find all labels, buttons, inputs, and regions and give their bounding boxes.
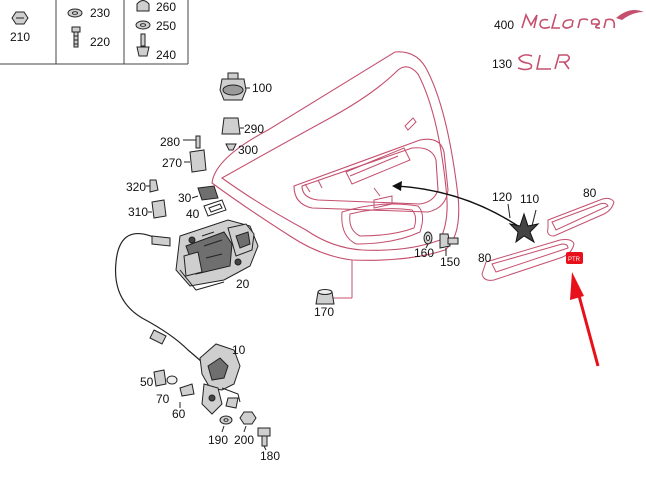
cable-end-fitting (151, 235, 171, 247)
release-cable (114, 232, 207, 367)
part-290-stop (221, 117, 244, 135)
part-300-clip (225, 143, 237, 151)
nut-icon (11, 11, 29, 25)
slr-badge (517, 54, 571, 71)
part-180-bolt (257, 427, 271, 447)
legend-label-210: 210 (10, 30, 30, 44)
callout-120: 120 (492, 190, 512, 204)
part-60-clip (166, 375, 195, 408)
callout-70: 70 (156, 392, 170, 406)
part-270-bracket (184, 149, 207, 173)
callout-200: 200 (234, 433, 254, 447)
legend-label-240: 240 (156, 48, 176, 62)
legend-label-260: 260 (156, 0, 176, 14)
trunk-lid (211, 51, 460, 299)
legend-label-230: 230 (90, 6, 110, 20)
cable-sleeve (149, 329, 167, 345)
callout-20: 20 (236, 277, 250, 291)
part-20-lock-latch (175, 219, 259, 291)
part-320-pin (146, 179, 159, 193)
part-170-grommet (315, 289, 335, 305)
callout-290: 290 (244, 122, 264, 136)
washer-icon (67, 8, 83, 18)
stud-icon (136, 33, 150, 57)
part-280-pin (183, 135, 201, 149)
part-150-bolt (439, 233, 459, 249)
callout-190: 190 (208, 433, 228, 447)
part-200-nut (239, 411, 257, 425)
callout-320: 320 (126, 180, 146, 194)
legend-label-220: 220 (90, 35, 110, 49)
callout-30: 30 (178, 191, 192, 205)
emblem-strips (481, 197, 615, 281)
part-190-washer (219, 415, 233, 425)
legend-label-250: 250 (156, 19, 176, 33)
highlight-tag-label: PTR (568, 257, 581, 263)
callout-180: 180 (260, 449, 280, 463)
callout-100: 100 (252, 81, 272, 95)
fastener-legend: 210 230 220 260 250 240 (0, 0, 189, 65)
callout-40: 40 (186, 207, 200, 221)
callout-60: 60 (172, 407, 186, 421)
callout-150: 150 (440, 255, 460, 269)
assembly-arrow (395, 185, 525, 231)
callout-310: 310 (128, 205, 148, 219)
part-30-switch (191, 185, 219, 201)
bolt-icon (71, 26, 81, 48)
part-40-seal (203, 199, 227, 217)
cap-nut-icon (136, 0, 150, 12)
callout-400: 400 (494, 18, 514, 32)
part-50-bracket (153, 369, 167, 387)
part-160-washer (423, 231, 433, 245)
washer-icon-2 (135, 20, 151, 30)
callout-280: 280 (160, 135, 180, 149)
callout-160: 160 (414, 246, 434, 260)
part-310-clip (148, 199, 167, 219)
part-100-buffer (219, 72, 250, 101)
callout-10: 10 (232, 343, 246, 357)
highlight-tag[interactable]: PTR (566, 252, 583, 264)
callout-300: 300 (238, 143, 258, 157)
callout-130: 130 (492, 57, 512, 71)
callout-170: 170 (314, 305, 334, 319)
callout-80-left: 80 (478, 251, 492, 265)
callout-270: 270 (162, 156, 182, 170)
part-10-lower-latch (199, 343, 241, 415)
callout-80-top: 80 (583, 186, 597, 200)
mclaren-logo (521, 10, 644, 29)
callout-110: 110 (520, 192, 539, 206)
red-pointer-arrow (570, 272, 600, 367)
callout-50: 50 (140, 375, 154, 389)
arrow-head (392, 181, 402, 191)
